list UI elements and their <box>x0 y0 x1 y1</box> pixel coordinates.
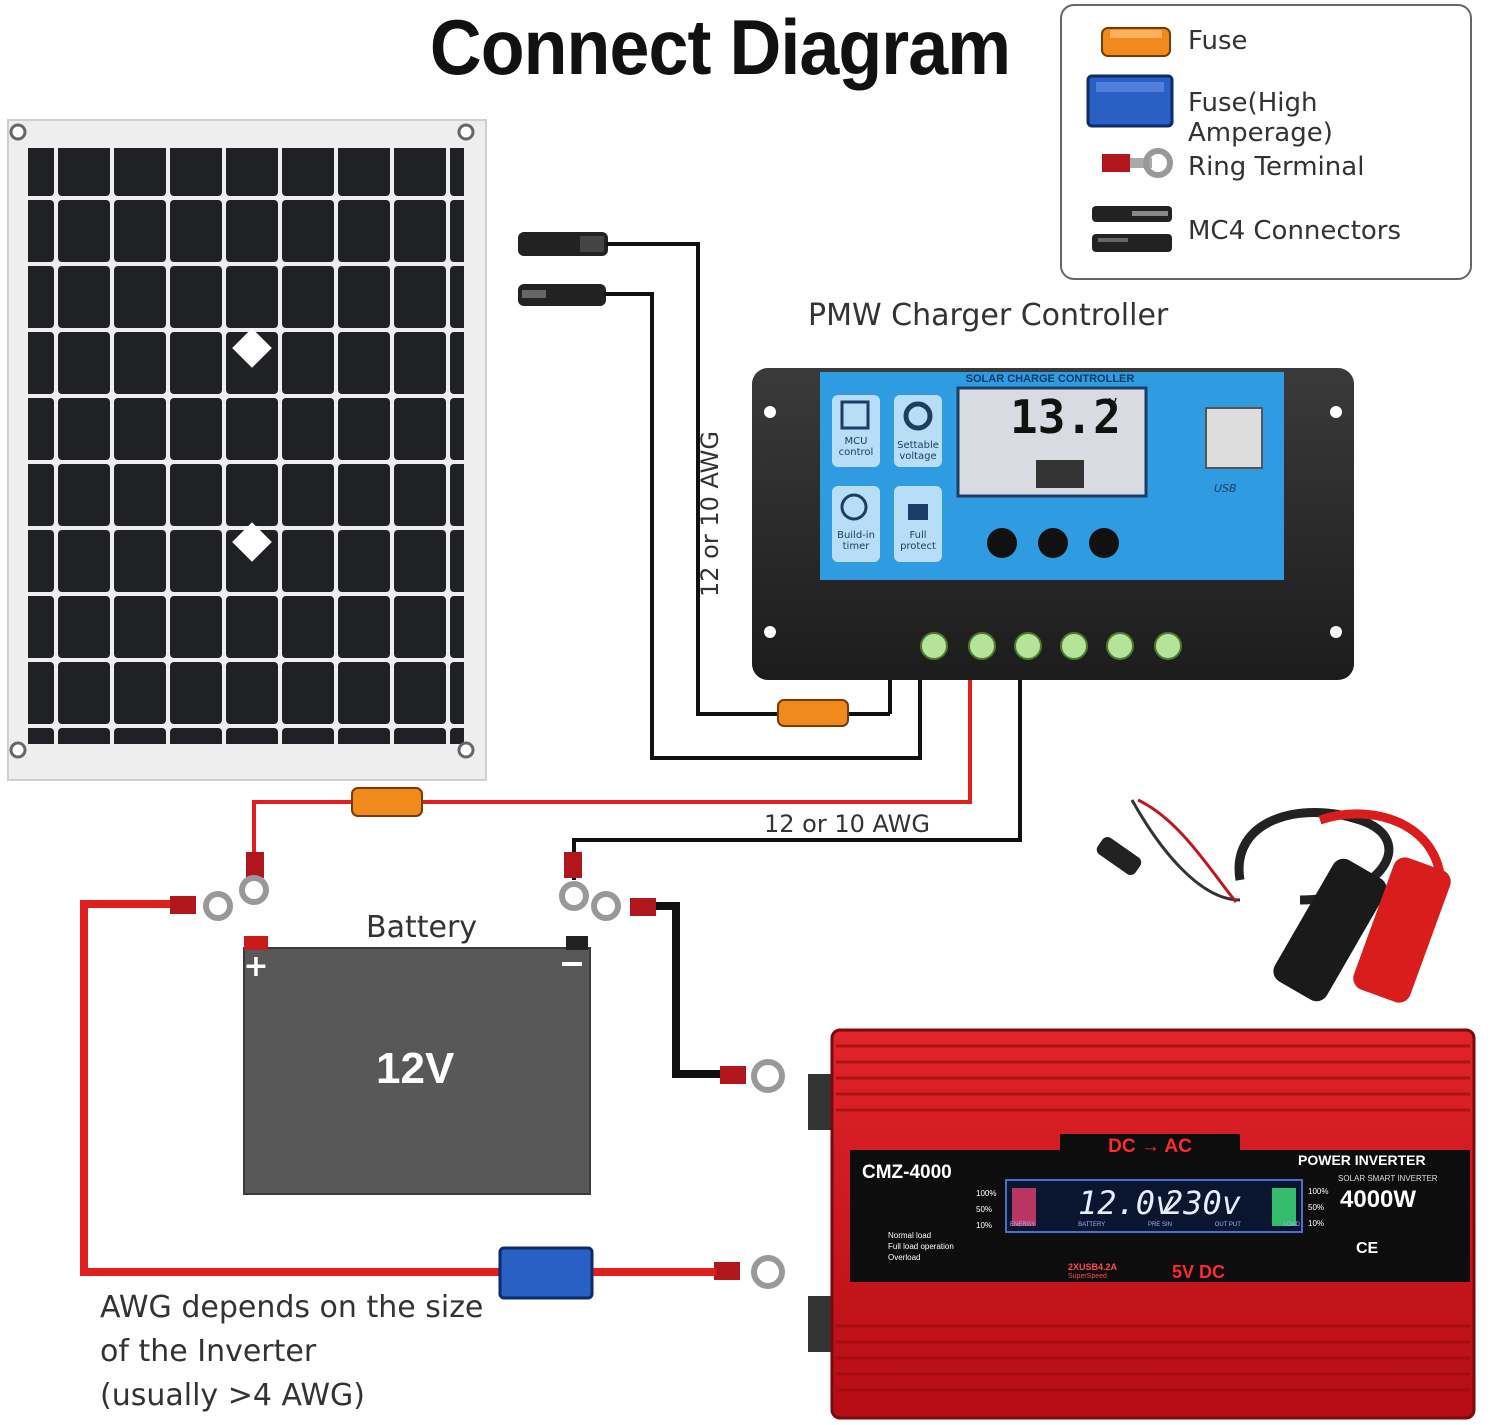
gear-icon <box>903 401 933 431</box>
pct-right-50: 50% <box>1308 1203 1325 1212</box>
controller-header: SOLAR CHARGE CONTROLLER <box>965 373 1135 385</box>
solar-panel <box>7 119 487 781</box>
diagram-title: Connect Diagram <box>429 3 1011 91</box>
mc4-connector-icon <box>1092 206 1172 252</box>
power-inverter <box>808 1028 1476 1420</box>
black-clamp-icon <box>1273 858 1387 1002</box>
high-amperage-fuse-icon <box>1086 74 1174 128</box>
load-bar-icon <box>1272 1188 1296 1226</box>
fuse-icon <box>1101 27 1171 57</box>
clock-icon <box>840 493 868 521</box>
charge-controller <box>752 368 1354 680</box>
wire-gauge-label-vertical: 12 or 10 AWG <box>696 431 724 597</box>
pct-left-10: 10% <box>976 1221 993 1230</box>
battery-plus-sign: + <box>243 949 268 984</box>
mc4-connector-pair <box>518 232 608 306</box>
controller-display-value: 13.2 <box>1010 390 1121 444</box>
inverter-lcd-output: 230v <box>1164 1184 1242 1222</box>
lcd-tab-output: OUT PUT <box>1214 1222 1241 1228</box>
inverter-note-line2: of the Inverter <box>100 1334 317 1369</box>
legend-icons <box>1086 27 1174 252</box>
lcd-tab-load: LOAD <box>1283 1222 1300 1228</box>
battery-minus-sign <box>562 962 582 966</box>
high-amperage-fuse <box>498 1246 594 1300</box>
inverter-usb-output: 5V DC <box>1172 1262 1226 1282</box>
legend-overload: Overload <box>888 1253 921 1262</box>
lock-icon <box>908 504 928 520</box>
clamp-cable-set <box>1096 798 1451 1003</box>
wire-gauge-label-horizontal: 12 or 10 AWG <box>764 810 930 838</box>
usb-label: USB <box>1214 482 1237 495</box>
inverter-usb-sub: SuperSpeed <box>1068 1273 1107 1280</box>
battery-label: Battery <box>366 910 478 945</box>
feature-mcu: MCU control <box>838 436 874 458</box>
legend-label-ring-terminal: Ring Terminal <box>1188 152 1365 182</box>
battery: + <box>243 936 591 1195</box>
legend: Fuse Fuse(High Amperage) Ring Terminal M… <box>1060 4 1472 280</box>
lcd-tab-pre-sin: PRE SIN <box>1147 1222 1172 1228</box>
chip-icon <box>840 400 870 430</box>
legend-label-high-amperage-fuse: Fuse(High Amperage) <box>1188 88 1333 148</box>
inverter-positive-wire <box>80 900 500 1276</box>
inverter-direction: DC → AC <box>1108 1136 1192 1157</box>
legend-normal-load: Normal load <box>888 1231 932 1240</box>
inverter-type: POWER INVERTER <box>1298 1152 1426 1168</box>
inverter-model: CMZ-4000 <box>862 1162 952 1183</box>
inverter-load-legend: Normal load Full load operation Overload <box>888 1230 954 1263</box>
feature-timer: Build-in timer <box>837 530 875 552</box>
battery-fuse <box>351 787 423 817</box>
down-button[interactable] <box>1089 528 1119 558</box>
red-clamp-icon <box>1353 857 1451 1003</box>
inverter-subtype: SOLAR SMART INVERTER <box>1338 1174 1438 1183</box>
inverter-note-line1: AWG depends on the size <box>100 1290 484 1325</box>
lcd-tab-energy: ENERGY <box>1010 1222 1036 1228</box>
inverter-certification: CE <box>1356 1240 1379 1257</box>
controller-display-unit: v <box>1108 392 1118 411</box>
pct-left-50: 50% <box>976 1205 993 1214</box>
legend-full-load: Full load operation <box>888 1242 954 1251</box>
battery-lcd-icon <box>1036 460 1084 488</box>
pct-left-100: 100% <box>976 1189 997 1198</box>
energy-bar-icon <box>1012 1188 1036 1226</box>
inverter-power: 4000W <box>1340 1186 1417 1213</box>
ring-terminal-icon <box>1102 148 1173 178</box>
up-button[interactable] <box>1038 528 1068 558</box>
legend-label-mc4: MC4 Connectors <box>1188 216 1402 246</box>
cigarette-plug-icon <box>1096 836 1142 876</box>
inverter-usb: 2XUSB4.2A <box>1068 1262 1118 1272</box>
inverter-note-line3: (usually >4 AWG) <box>100 1378 365 1413</box>
battery-voltage: 12V <box>376 1044 455 1093</box>
controller-label: PMW Charger Controller <box>808 298 1169 333</box>
feature-settable-voltage: Settable voltage <box>897 440 939 462</box>
inverter-lcd-input: 12.0v <box>1078 1184 1175 1222</box>
inverter-negative-wire <box>656 902 720 1078</box>
lcd-tab-battery: BATTERY <box>1078 1222 1106 1228</box>
pct-right-100: 100% <box>1308 1187 1329 1196</box>
menu-button[interactable] <box>987 528 1017 558</box>
pv-fuse <box>777 699 849 727</box>
feature-full-protect: Full protect <box>900 530 936 552</box>
usb-port-icon <box>1205 407 1263 469</box>
inverter-lcd-tabs: ENERGY BATTERY PRE SIN OUT PUT LOAD <box>1010 1222 1300 1228</box>
controller-terminals <box>920 632 1182 660</box>
legend-label-fuse: Fuse <box>1188 26 1248 56</box>
inverter-pct-left: 100% 50% 10% <box>976 1186 996 1234</box>
pct-right-10: 10% <box>1308 1219 1325 1228</box>
ring-terminals <box>170 852 785 1289</box>
pv-wires <box>604 242 922 760</box>
inverter-pct-right: 100% 50% 10% <box>1308 1184 1328 1232</box>
